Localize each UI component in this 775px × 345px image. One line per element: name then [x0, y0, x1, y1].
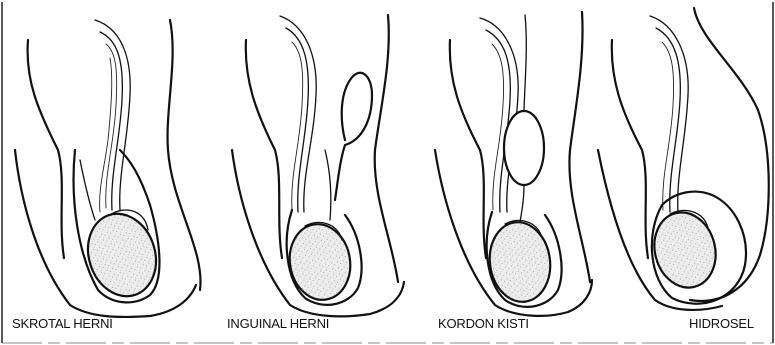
- spermatic-cord-outer: [650, 16, 688, 212]
- panel-cord-cyst: [435, 12, 592, 316]
- body-contour: [168, 20, 201, 290]
- thigh-contour: [450, 40, 486, 258]
- spermatic-cord-inner: [662, 42, 674, 210]
- thigh-contour: [246, 40, 282, 258]
- panel-scrotal-hernia: [15, 20, 201, 317]
- spermatic-cord-mid: [100, 32, 122, 210]
- hernia-sac-line: [80, 160, 95, 220]
- testis: [284, 219, 356, 304]
- cord-cyst: [504, 111, 544, 185]
- spermatic-cord-mid: [656, 28, 680, 212]
- spermatic-cord-inner: [292, 42, 303, 210]
- body-contour: [375, 15, 398, 282]
- processus-line: [325, 150, 331, 220]
- cord-line: [524, 15, 526, 110]
- inguinal-hernia-bulge: [335, 73, 372, 200]
- testis: [485, 218, 556, 306]
- label-cord-cyst: KORDON KISTI: [438, 316, 529, 331]
- label-inguinal-hernia: INGUINAL HERNI: [227, 316, 329, 331]
- panel-hydrocele: [598, 8, 769, 310]
- cord-continuation: [520, 185, 524, 222]
- panel-inguinal-hernia: [232, 15, 404, 316]
- spermatic-cord-mid: [486, 30, 510, 212]
- spermatic-cord-inner: [492, 44, 504, 210]
- label-scrotal-hernia: SKROTAL HERNI: [12, 316, 113, 331]
- body-contour: [569, 12, 590, 282]
- spermatic-cord-outer: [480, 18, 518, 212]
- thigh-contour: [28, 40, 64, 258]
- label-hydrocele: HIDROSEL: [689, 316, 754, 331]
